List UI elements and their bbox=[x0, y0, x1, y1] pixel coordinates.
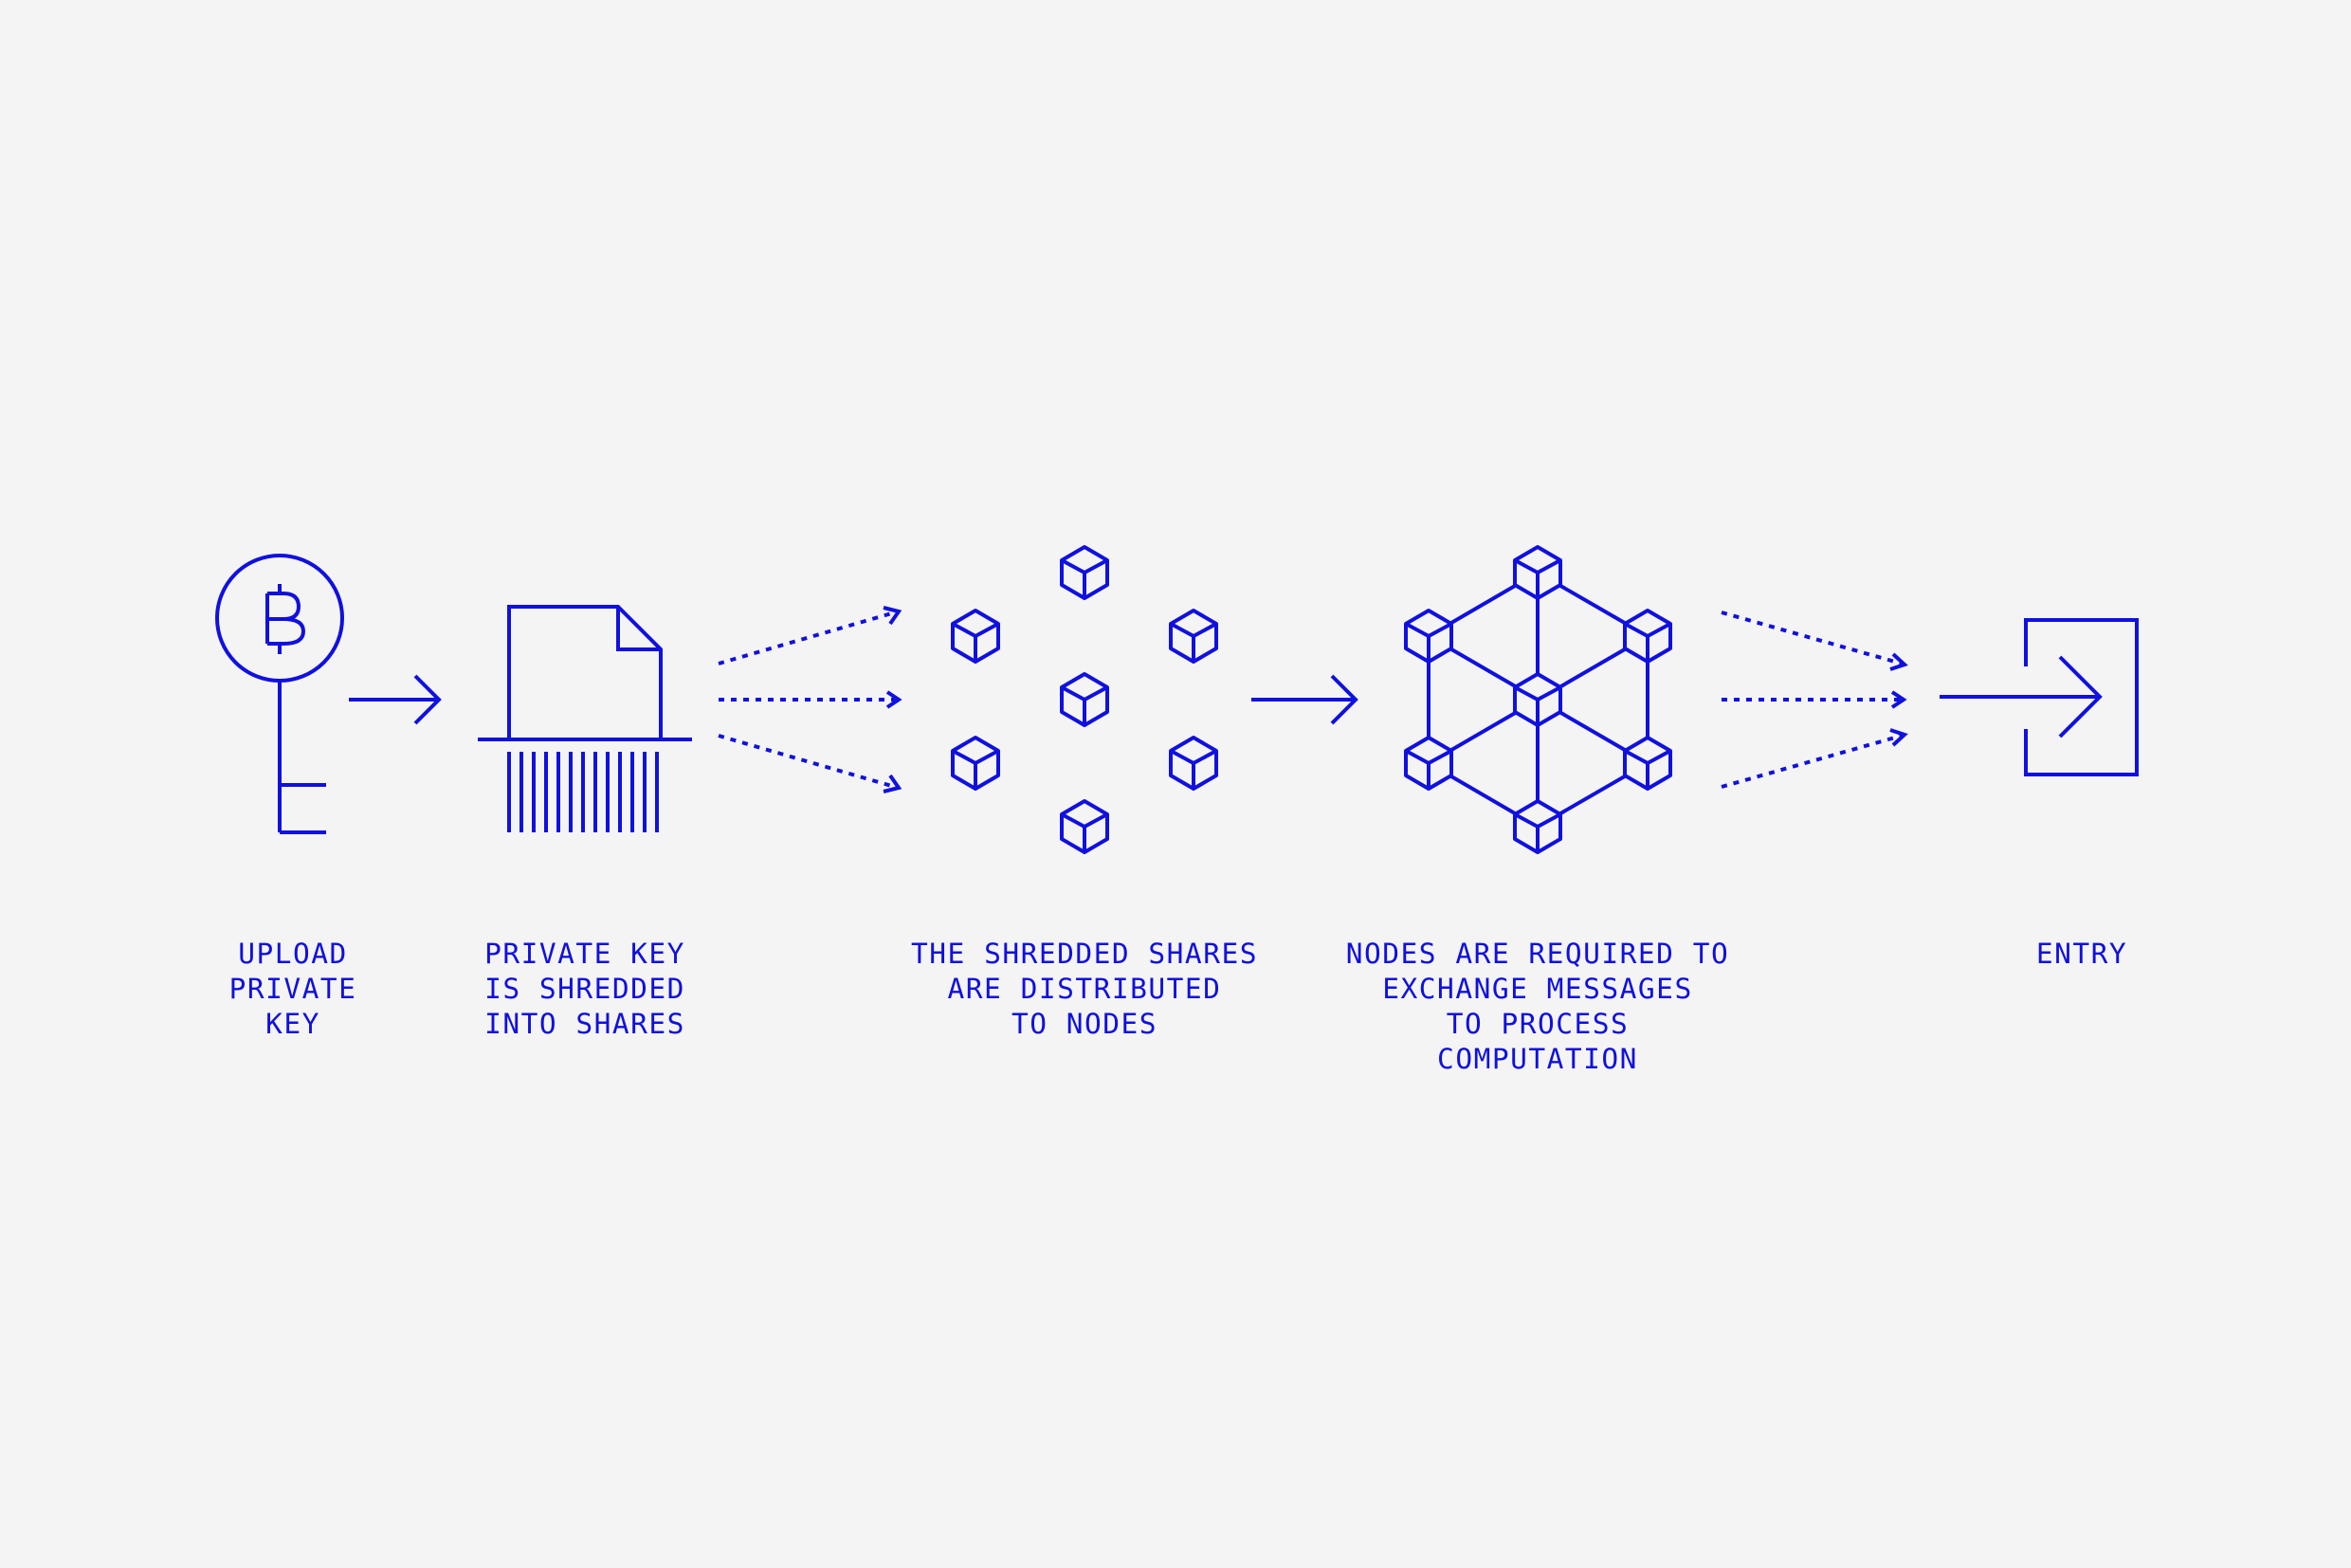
bitcoin-key-icon bbox=[215, 554, 344, 834]
label-line: TO PROCESS bbox=[1446, 1008, 1630, 1040]
dotted-fan-in-arrows bbox=[1721, 611, 1908, 789]
label-line: THE SHREDDED SHARES bbox=[911, 938, 1258, 970]
label-line: INTO SHARES bbox=[484, 1008, 685, 1040]
label-line: NODES ARE REQUIRED TO bbox=[1345, 938, 1730, 970]
label-line: ARE DISTRIBUTED bbox=[947, 973, 1222, 1005]
label-line: PRIVATE bbox=[228, 973, 357, 1005]
entry-sign-in-icon bbox=[1940, 618, 2139, 776]
arrow-right-icon bbox=[1251, 674, 1358, 725]
step-label-upload-private-key: UPLOAD PRIVATE KEY bbox=[229, 937, 357, 1042]
label-line: ENTRY bbox=[2035, 938, 2128, 970]
step-label-exchange-messages: NODES ARE REQUIRED TO EXCHANGE MESSAGES … bbox=[1346, 937, 1729, 1077]
shredder-document-icon bbox=[478, 605, 692, 832]
scattered-cubes-icon bbox=[951, 545, 1218, 854]
label-line: IS SHREDDED bbox=[484, 973, 685, 1005]
label-line: PRIVATE KEY bbox=[484, 938, 685, 970]
step-label-shredded: PRIVATE KEY IS SHREDDED INTO SHARES bbox=[484, 937, 685, 1042]
step-label-distributed: THE SHREDDED SHARES ARE DISTRIBUTED TO N… bbox=[911, 937, 1258, 1042]
label-line: KEY bbox=[265, 1008, 320, 1040]
label-line: EXCHANGE MESSAGES bbox=[1382, 973, 1693, 1005]
arrow-right-icon bbox=[349, 674, 442, 725]
step-label-entry: ENTRY bbox=[2036, 937, 2127, 972]
label-line: TO NODES bbox=[1011, 1008, 1158, 1040]
node-network-icon bbox=[1404, 545, 1672, 854]
label-line: UPLOAD bbox=[238, 938, 348, 970]
label-line: COMPUTATION bbox=[1437, 1043, 1638, 1075]
dotted-fan-out-arrows bbox=[718, 606, 902, 793]
